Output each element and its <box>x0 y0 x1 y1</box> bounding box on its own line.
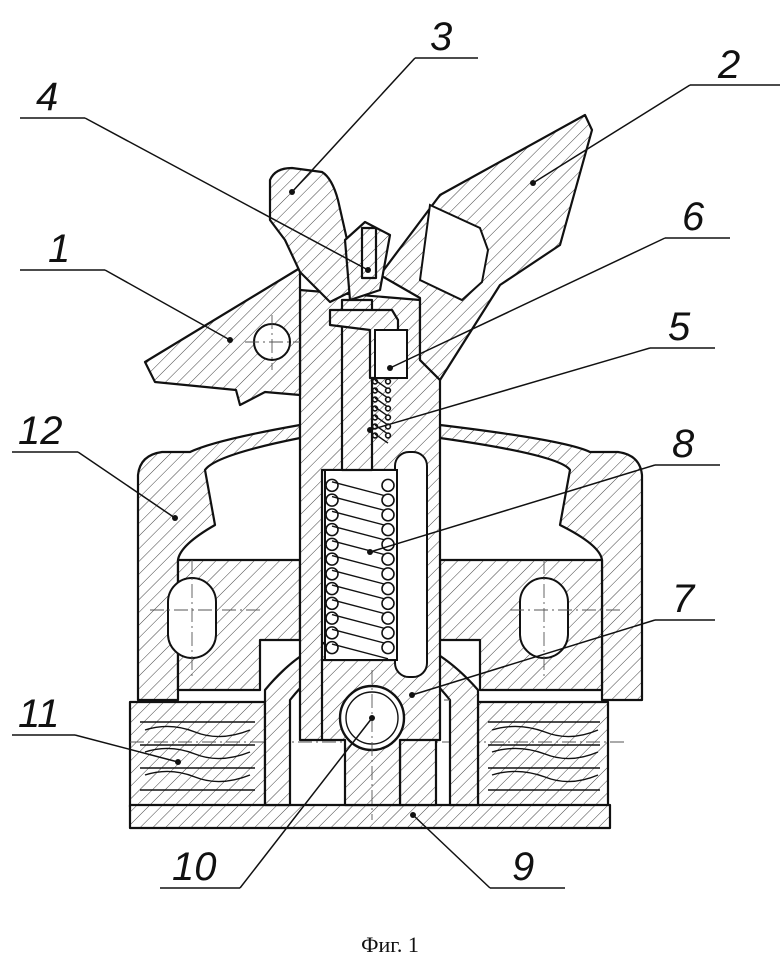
label-6: 6 <box>682 195 705 239</box>
label-1: 1 <box>48 227 70 271</box>
label-11: 11 <box>18 692 60 736</box>
figure-caption: Фиг. 1 <box>361 932 419 957</box>
label-7: 7 <box>672 577 696 621</box>
label-4: 4 <box>36 75 58 119</box>
label-5: 5 <box>668 305 691 349</box>
label-8: 8 <box>672 422 695 466</box>
label-3: 3 <box>430 15 452 59</box>
label-12: 12 <box>18 409 63 453</box>
label-9: 9 <box>512 845 534 889</box>
label-10: 10 <box>172 845 217 889</box>
label-2: 2 <box>717 43 740 87</box>
